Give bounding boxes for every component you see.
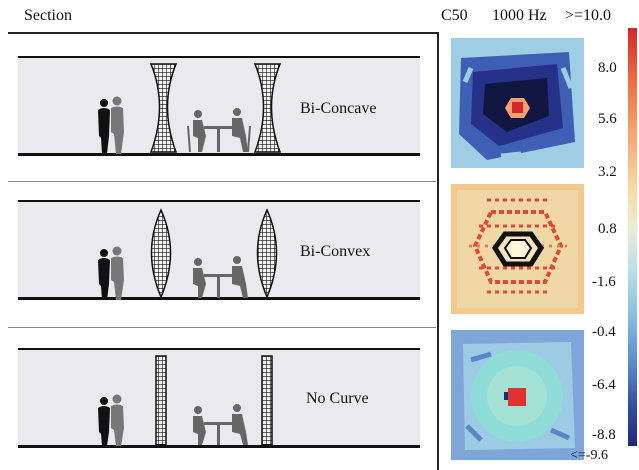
convex-pillar-right bbox=[256, 208, 278, 299]
cafe-table-figures bbox=[193, 404, 248, 445]
concave-pillar-right bbox=[253, 63, 282, 153]
section-panel-bi-concave bbox=[18, 56, 420, 156]
scale-tick: -1.6 bbox=[592, 274, 616, 290]
scale-tick: 8.0 bbox=[598, 60, 617, 76]
metric-label: C50 bbox=[441, 7, 468, 24]
row-label-bi-convex: Bi-Convex bbox=[300, 243, 371, 260]
concave-pillar-left bbox=[149, 63, 178, 153]
scale-tick: 0.8 bbox=[598, 221, 617, 237]
people-silhouette bbox=[98, 96, 124, 154]
column-divider bbox=[437, 32, 439, 470]
people-silhouette bbox=[98, 394, 124, 446]
scale-tick: -6.4 bbox=[592, 377, 616, 393]
convex-pillar-left bbox=[150, 208, 172, 299]
scale-tick: -0.4 bbox=[592, 324, 616, 340]
frequency-label: 1000 Hz bbox=[492, 7, 547, 24]
header-rule bbox=[8, 32, 438, 34]
section-heading: Section bbox=[24, 7, 72, 24]
section-panel-no-curve bbox=[18, 348, 420, 448]
section-panel-bi-convex bbox=[18, 200, 420, 300]
scale-min-label: <=-9.6 bbox=[570, 448, 608, 463]
row-separator bbox=[8, 327, 436, 328]
row-label-bi-concave: Bi-Concave bbox=[300, 100, 377, 117]
scale-tick: -8.8 bbox=[592, 427, 616, 443]
c50-map-bi-concave bbox=[451, 38, 584, 168]
scale-tick: 5.6 bbox=[598, 111, 617, 127]
straight-pillar-right bbox=[261, 355, 273, 446]
c50-map-no-curve bbox=[451, 330, 584, 460]
row-separator bbox=[8, 181, 436, 182]
straight-pillar-left bbox=[155, 355, 167, 446]
section-drawing bbox=[98, 208, 278, 300]
color-scale-bar bbox=[628, 28, 637, 446]
scale-max-label: >=10.0 bbox=[565, 7, 612, 24]
section-drawing bbox=[98, 63, 282, 154]
c50-map-bi-convex bbox=[451, 184, 584, 314]
cafe-table-figures bbox=[193, 256, 248, 298]
people-silhouette bbox=[98, 246, 124, 300]
cafe-table-figures bbox=[187, 108, 251, 153]
section-drawing bbox=[98, 355, 273, 446]
scale-tick: 3.2 bbox=[598, 164, 617, 180]
row-label-no-curve: No Curve bbox=[306, 390, 369, 407]
